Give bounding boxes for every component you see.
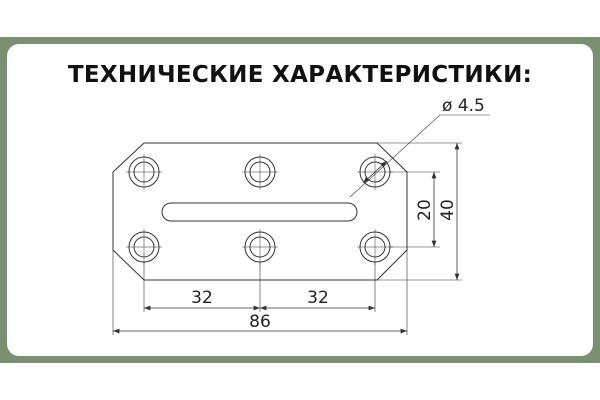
extension-lines	[112, 114, 490, 335]
dim-diameter: ø 4.5	[442, 96, 485, 116]
dim-spacing-right: 32	[307, 288, 329, 308]
page-title: ТЕХНИЧЕСКИЕ ХАРАКТЕРИСТИКИ:	[67, 62, 533, 88]
dim-spacing-left: 32	[191, 288, 213, 308]
dim-row-spacing: 20	[415, 199, 435, 221]
hole	[242, 154, 278, 190]
hole	[357, 229, 393, 265]
content-card	[7, 44, 593, 356]
dim-total-width: 40	[438, 199, 458, 221]
dim-total-length: 86	[249, 312, 271, 332]
hole	[126, 154, 162, 190]
hole	[126, 229, 162, 265]
dimension-lines	[113, 143, 460, 334]
hole	[242, 229, 278, 265]
holes	[126, 154, 393, 265]
slot	[161, 202, 358, 222]
